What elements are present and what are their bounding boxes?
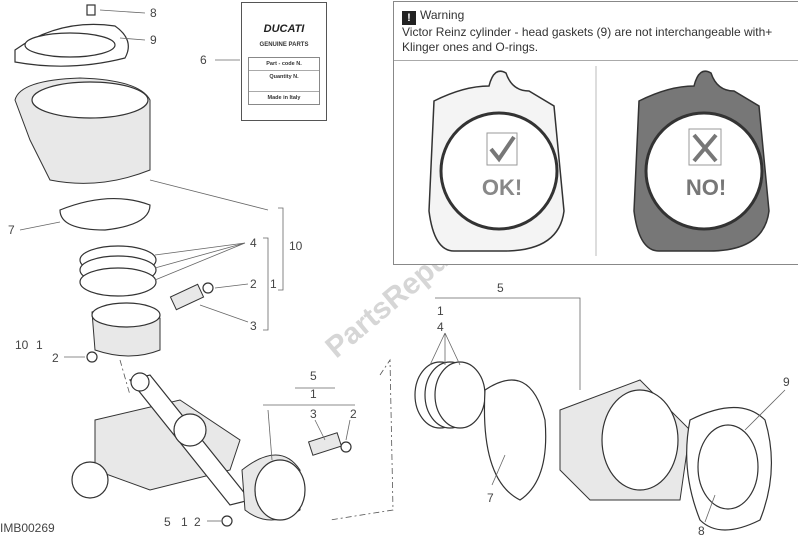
- tag-row: Quantity N.: [249, 71, 319, 92]
- callout: 1: [36, 338, 43, 352]
- callout: 2: [250, 277, 257, 291]
- callout: 3: [250, 319, 257, 333]
- callout: 4: [250, 236, 257, 250]
- callout: 4: [437, 320, 444, 334]
- ok-gasket-bore: [439, 111, 559, 231]
- genuine-parts-tag: DUCATI GENUINE PARTS Part - code N. Quan…: [241, 2, 327, 121]
- head-gasket-bore: [697, 424, 759, 510]
- callout: 9: [150, 33, 157, 47]
- circlip: [202, 282, 214, 294]
- piston-pin: [169, 283, 205, 311]
- callout: 5: [310, 369, 317, 383]
- base-gasket-part: [59, 198, 151, 231]
- crank-gear: [71, 461, 109, 499]
- gasket-comparison: OK! NO!: [428, 66, 770, 256]
- warning-title: Warning: [420, 8, 465, 22]
- base-gasket-part: [483, 379, 547, 501]
- piston-ring: [434, 361, 486, 429]
- callout: 1: [310, 387, 317, 401]
- piston-ring: [79, 267, 157, 297]
- circlip: [340, 441, 352, 453]
- ducati-logo: DUCATI: [263, 23, 305, 35]
- callout: 10: [289, 239, 303, 253]
- stud-part: [86, 4, 96, 16]
- head-gasket-bore: [24, 32, 116, 58]
- callout: 1: [270, 277, 277, 291]
- crank-gear: [173, 413, 207, 447]
- callout: 8: [150, 6, 157, 20]
- ok-label: OK!: [482, 175, 522, 200]
- tag-table: Part - code N. Quantity N. Made in Italy: [248, 57, 320, 105]
- callout: 2: [52, 351, 59, 365]
- circlip: [86, 351, 98, 363]
- piston-crown: [254, 459, 306, 521]
- diagram-code: IMB00269: [0, 521, 55, 535]
- callout: 1: [181, 515, 188, 529]
- tag-subtitle: GENUINE PARTS: [259, 42, 309, 48]
- callout: 2: [194, 515, 201, 529]
- warning-text: Victor Reinz cylinder - head gaskets (9)…: [402, 25, 773, 54]
- callout: 10: [15, 338, 29, 352]
- warning-triangle-icon: !: [402, 11, 416, 25]
- callout: 1: [437, 304, 444, 318]
- warning-box: ! Warning Victor Reinz cylinder - head ga…: [393, 1, 798, 265]
- callout: 5: [164, 515, 171, 529]
- cylinder-bore: [31, 81, 149, 119]
- callout: 9: [783, 375, 790, 389]
- callout: 8: [698, 524, 705, 538]
- tag-row: Part - code N.: [249, 58, 319, 71]
- circlip: [221, 515, 233, 527]
- conrod-small-end: [130, 372, 150, 392]
- callout: 2: [350, 407, 357, 421]
- tag-row: Made in Italy: [267, 95, 301, 101]
- callout-labels: 8 9 6 7 4 10 2 1 3 10 1 2 5 1 3 2 5 1 2 …: [8, 6, 790, 538]
- piston-crown: [91, 302, 161, 328]
- piston-pin: [307, 432, 343, 456]
- cylinder-bore: [601, 389, 679, 491]
- callout: 7: [487, 491, 494, 505]
- no-gasket-bore: [644, 111, 764, 231]
- callout: 3: [310, 407, 317, 421]
- no-label: NO!: [686, 175, 726, 200]
- callout: 5: [497, 281, 504, 295]
- callout: 6: [200, 53, 207, 67]
- callout: 7: [8, 223, 15, 237]
- leader-lines: [19, 9, 786, 523]
